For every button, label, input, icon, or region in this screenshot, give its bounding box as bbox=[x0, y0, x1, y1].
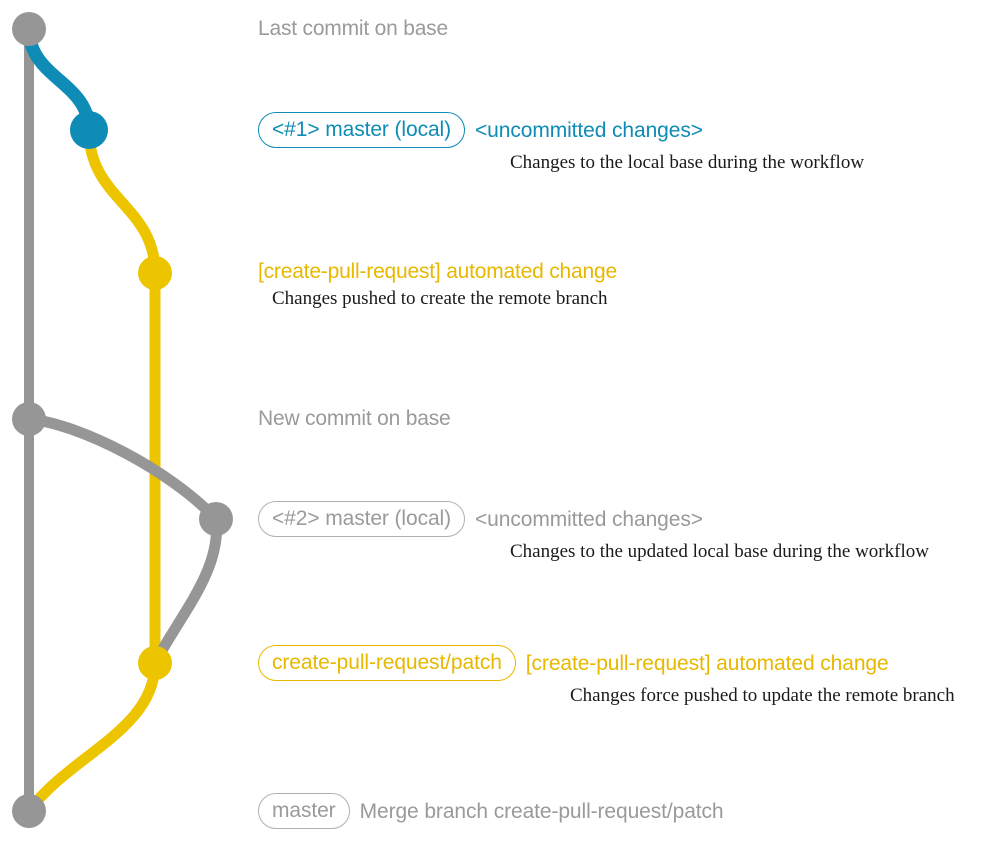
commit-subject: New commit on base bbox=[258, 407, 451, 430]
commit-dot-automated-2 bbox=[138, 646, 172, 680]
commit-description: Changes to the updated local base during… bbox=[510, 541, 929, 562]
commit-row-automated-change-1: [create-pull-request] automated change C… bbox=[258, 259, 617, 310]
commit-row-master-local-2: <#2> master (local) <uncommitted changes… bbox=[258, 501, 929, 563]
commit-row-master-local-1: <#1> master (local) <uncommitted changes… bbox=[258, 112, 864, 174]
commit-dot-merge bbox=[12, 794, 46, 828]
yellow-branch-line-lower bbox=[23, 657, 161, 817]
commit-dot-local-2 bbox=[199, 502, 233, 536]
commit-description: Changes pushed to create the remote bran… bbox=[272, 288, 608, 309]
commit-subject: [create-pull-request] automated change bbox=[525, 651, 889, 675]
branch-badge-master-local-1[interactable]: <#1> master (local) bbox=[258, 112, 466, 148]
commit-subject: <uncommitted changes> bbox=[475, 118, 703, 142]
branch-badge-master[interactable]: master bbox=[258, 793, 350, 829]
commit-row-automated-change-2: create-pull-request/patch [create-pull-r… bbox=[258, 645, 955, 707]
commit-subject: [create-pull-request] automated change bbox=[258, 260, 617, 283]
branch-badge-create-pull-request-patch[interactable]: create-pull-request/patch bbox=[258, 645, 516, 681]
commit-subject: <uncommitted changes> bbox=[475, 507, 703, 531]
commit-subject: Last commit on base bbox=[258, 17, 448, 40]
branch-badge-label: <#2> master (local) bbox=[272, 507, 452, 530]
commit-subject: Merge branch create-pull-request/patch bbox=[359, 799, 724, 823]
branch-badge-label: master bbox=[272, 799, 336, 822]
commit-row-merge-branch: master Merge branch create-pull-request/… bbox=[258, 793, 724, 829]
commit-row-new-commit-on-base: New commit on base bbox=[258, 406, 451, 431]
commit-dot-base-new bbox=[12, 402, 46, 436]
branch-badge-master-local-2[interactable]: <#2> master (local) bbox=[258, 501, 466, 537]
commit-row-last-commit-on-base: Last commit on base bbox=[258, 16, 448, 41]
commit-dot-base-top bbox=[12, 12, 46, 46]
commit-dot-local-1 bbox=[70, 111, 108, 149]
commit-dot-automated-1 bbox=[138, 256, 172, 290]
commit-description: Changes force pushed to update the remot… bbox=[570, 685, 955, 706]
commit-description: Changes to the local base during the wor… bbox=[510, 152, 865, 173]
